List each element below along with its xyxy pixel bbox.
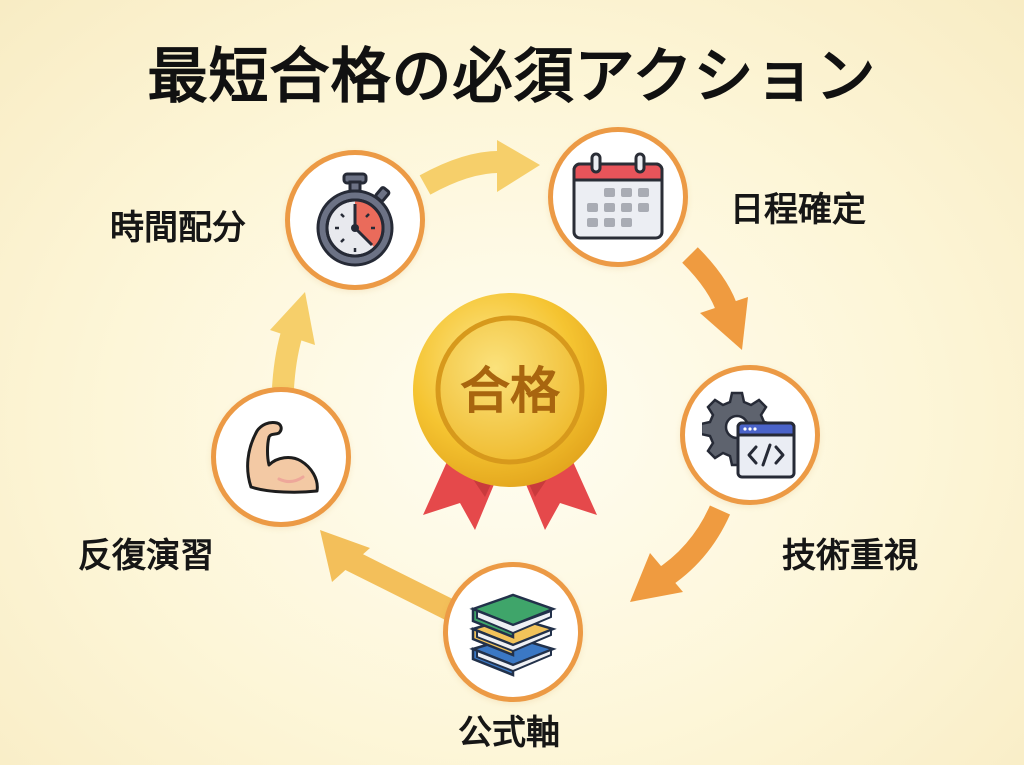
step-node-official[interactable] — [443, 562, 583, 702]
step-node-time[interactable] — [285, 150, 425, 290]
step-node-schedule[interactable] — [548, 127, 688, 267]
arrow-technical-to-official — [630, 505, 731, 602]
medal-label: 合格 — [460, 362, 561, 420]
flexed-bicep-icon — [246, 421, 319, 494]
page-title: 最短合格の必須アクション — [147, 42, 877, 112]
arrow-official-to-practice — [320, 530, 455, 620]
arrow-time-to-schedule — [419, 140, 540, 195]
step-node-technical[interactable] — [680, 365, 820, 505]
step-label-technical: 技術重視 — [782, 536, 918, 576]
center-medal: 合格 — [405, 285, 615, 539]
gold-medal-icon: 合格 — [413, 293, 607, 530]
gear-code-window-icon — [702, 391, 796, 479]
arrow-practice-to-time — [270, 292, 315, 389]
step-node-practice[interactable] — [211, 387, 351, 527]
calendar-icon — [572, 152, 664, 240]
step-label-time: 時間配分 — [110, 208, 246, 248]
arrow-schedule-to-technical — [682, 247, 748, 350]
step-label-schedule: 日程確定 — [730, 190, 866, 230]
stopwatch-icon — [316, 172, 394, 267]
step-label-official: 公式軸 — [458, 713, 560, 753]
stacked-books-icon — [469, 593, 557, 677]
step-label-practice: 反復演習 — [78, 536, 214, 576]
